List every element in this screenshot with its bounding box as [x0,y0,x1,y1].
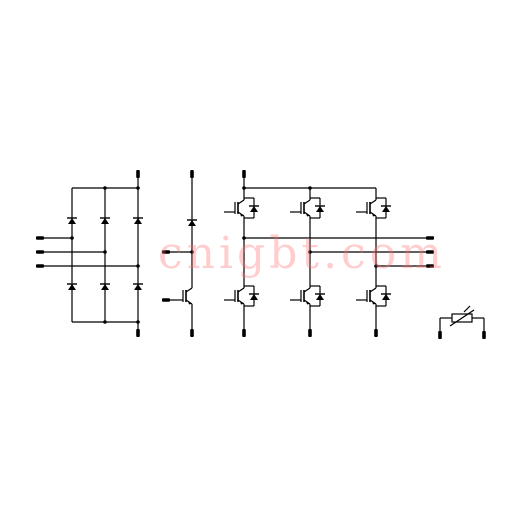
terminal-pin [482,331,486,339]
diode-symbol [99,217,111,225]
three-phase-inverter [224,170,434,337]
terminal-pin [162,298,170,302]
diode-symbol [132,283,144,291]
diode-symbol [132,217,144,225]
terminal-pin [190,329,194,337]
igbt-symbol [295,195,326,221]
rectifier-bridge [36,170,144,337]
terminal-pin [308,329,312,337]
terminal-pin [438,331,442,339]
ntc-thermistor [438,305,486,339]
igbt-symbol [361,283,392,309]
terminal-pin [36,250,44,254]
igbt-symbol [229,195,260,221]
terminal-pin [242,329,246,337]
igbt-symbol [229,283,260,309]
resistor-symbol [451,313,473,323]
terminal-pin [374,329,378,337]
diode-symbol [66,283,78,291]
terminal-pin [242,170,246,178]
diode-symbol [99,283,111,291]
terminal-pin [36,264,44,268]
brake-chopper [162,170,198,337]
watermark-text: cnigbt.com [158,228,446,279]
igbt-symbol [178,280,193,312]
igbt-symbol [361,195,392,221]
terminal-pin [36,236,44,240]
igbt-symbol [295,283,326,309]
terminal-pin [136,329,140,337]
terminal-pin [190,170,194,178]
diode-symbol [66,217,78,225]
terminal-pin [136,170,140,178]
diode-symbol [186,219,198,227]
